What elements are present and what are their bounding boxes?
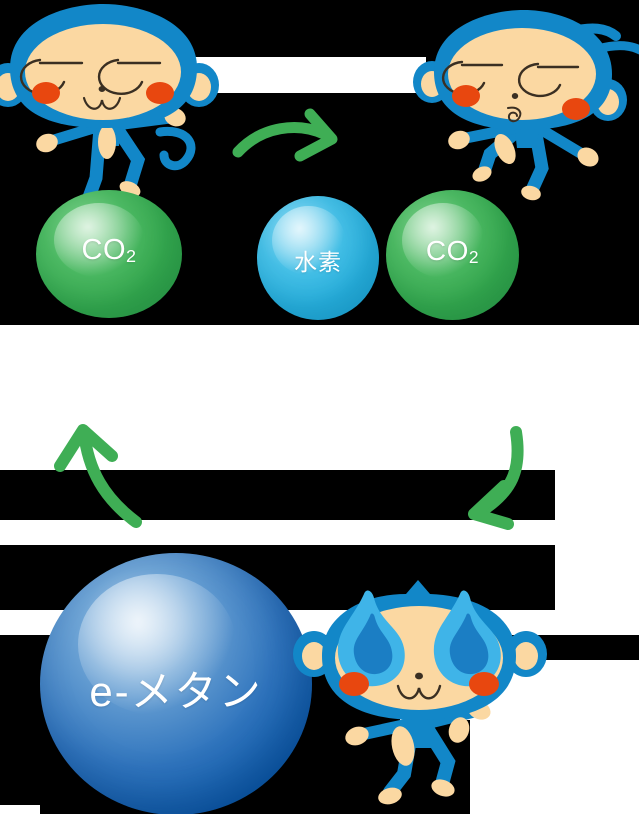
- sphere-label: CO2: [425, 235, 480, 268]
- arrow-down-left-icon: [448, 426, 538, 533]
- arrow-up-icon: [52, 422, 152, 532]
- mascot-smiling: [0, 0, 222, 215]
- background-band: [180, 57, 426, 93]
- background-band: [470, 720, 639, 814]
- background-band: [0, 805, 40, 814]
- sphere-label: e-メタン: [89, 668, 263, 715]
- background-band: [555, 545, 639, 610]
- background-band: [555, 470, 639, 520]
- sphere-hydrogen: 水素: [257, 196, 379, 320]
- sphere-label: 水素: [294, 249, 342, 275]
- mascot-whistle: [413, 4, 639, 209]
- sphere-co2-left: CO2: [36, 190, 182, 318]
- sphere-e-methane: e-メタン: [40, 553, 312, 814]
- background-band: [0, 520, 639, 545]
- sphere-co2-right: CO2: [386, 190, 519, 320]
- mascot-droplets: [293, 578, 570, 814]
- sphere-label: CO2: [81, 234, 137, 267]
- arrow-right-icon: [232, 108, 347, 177]
